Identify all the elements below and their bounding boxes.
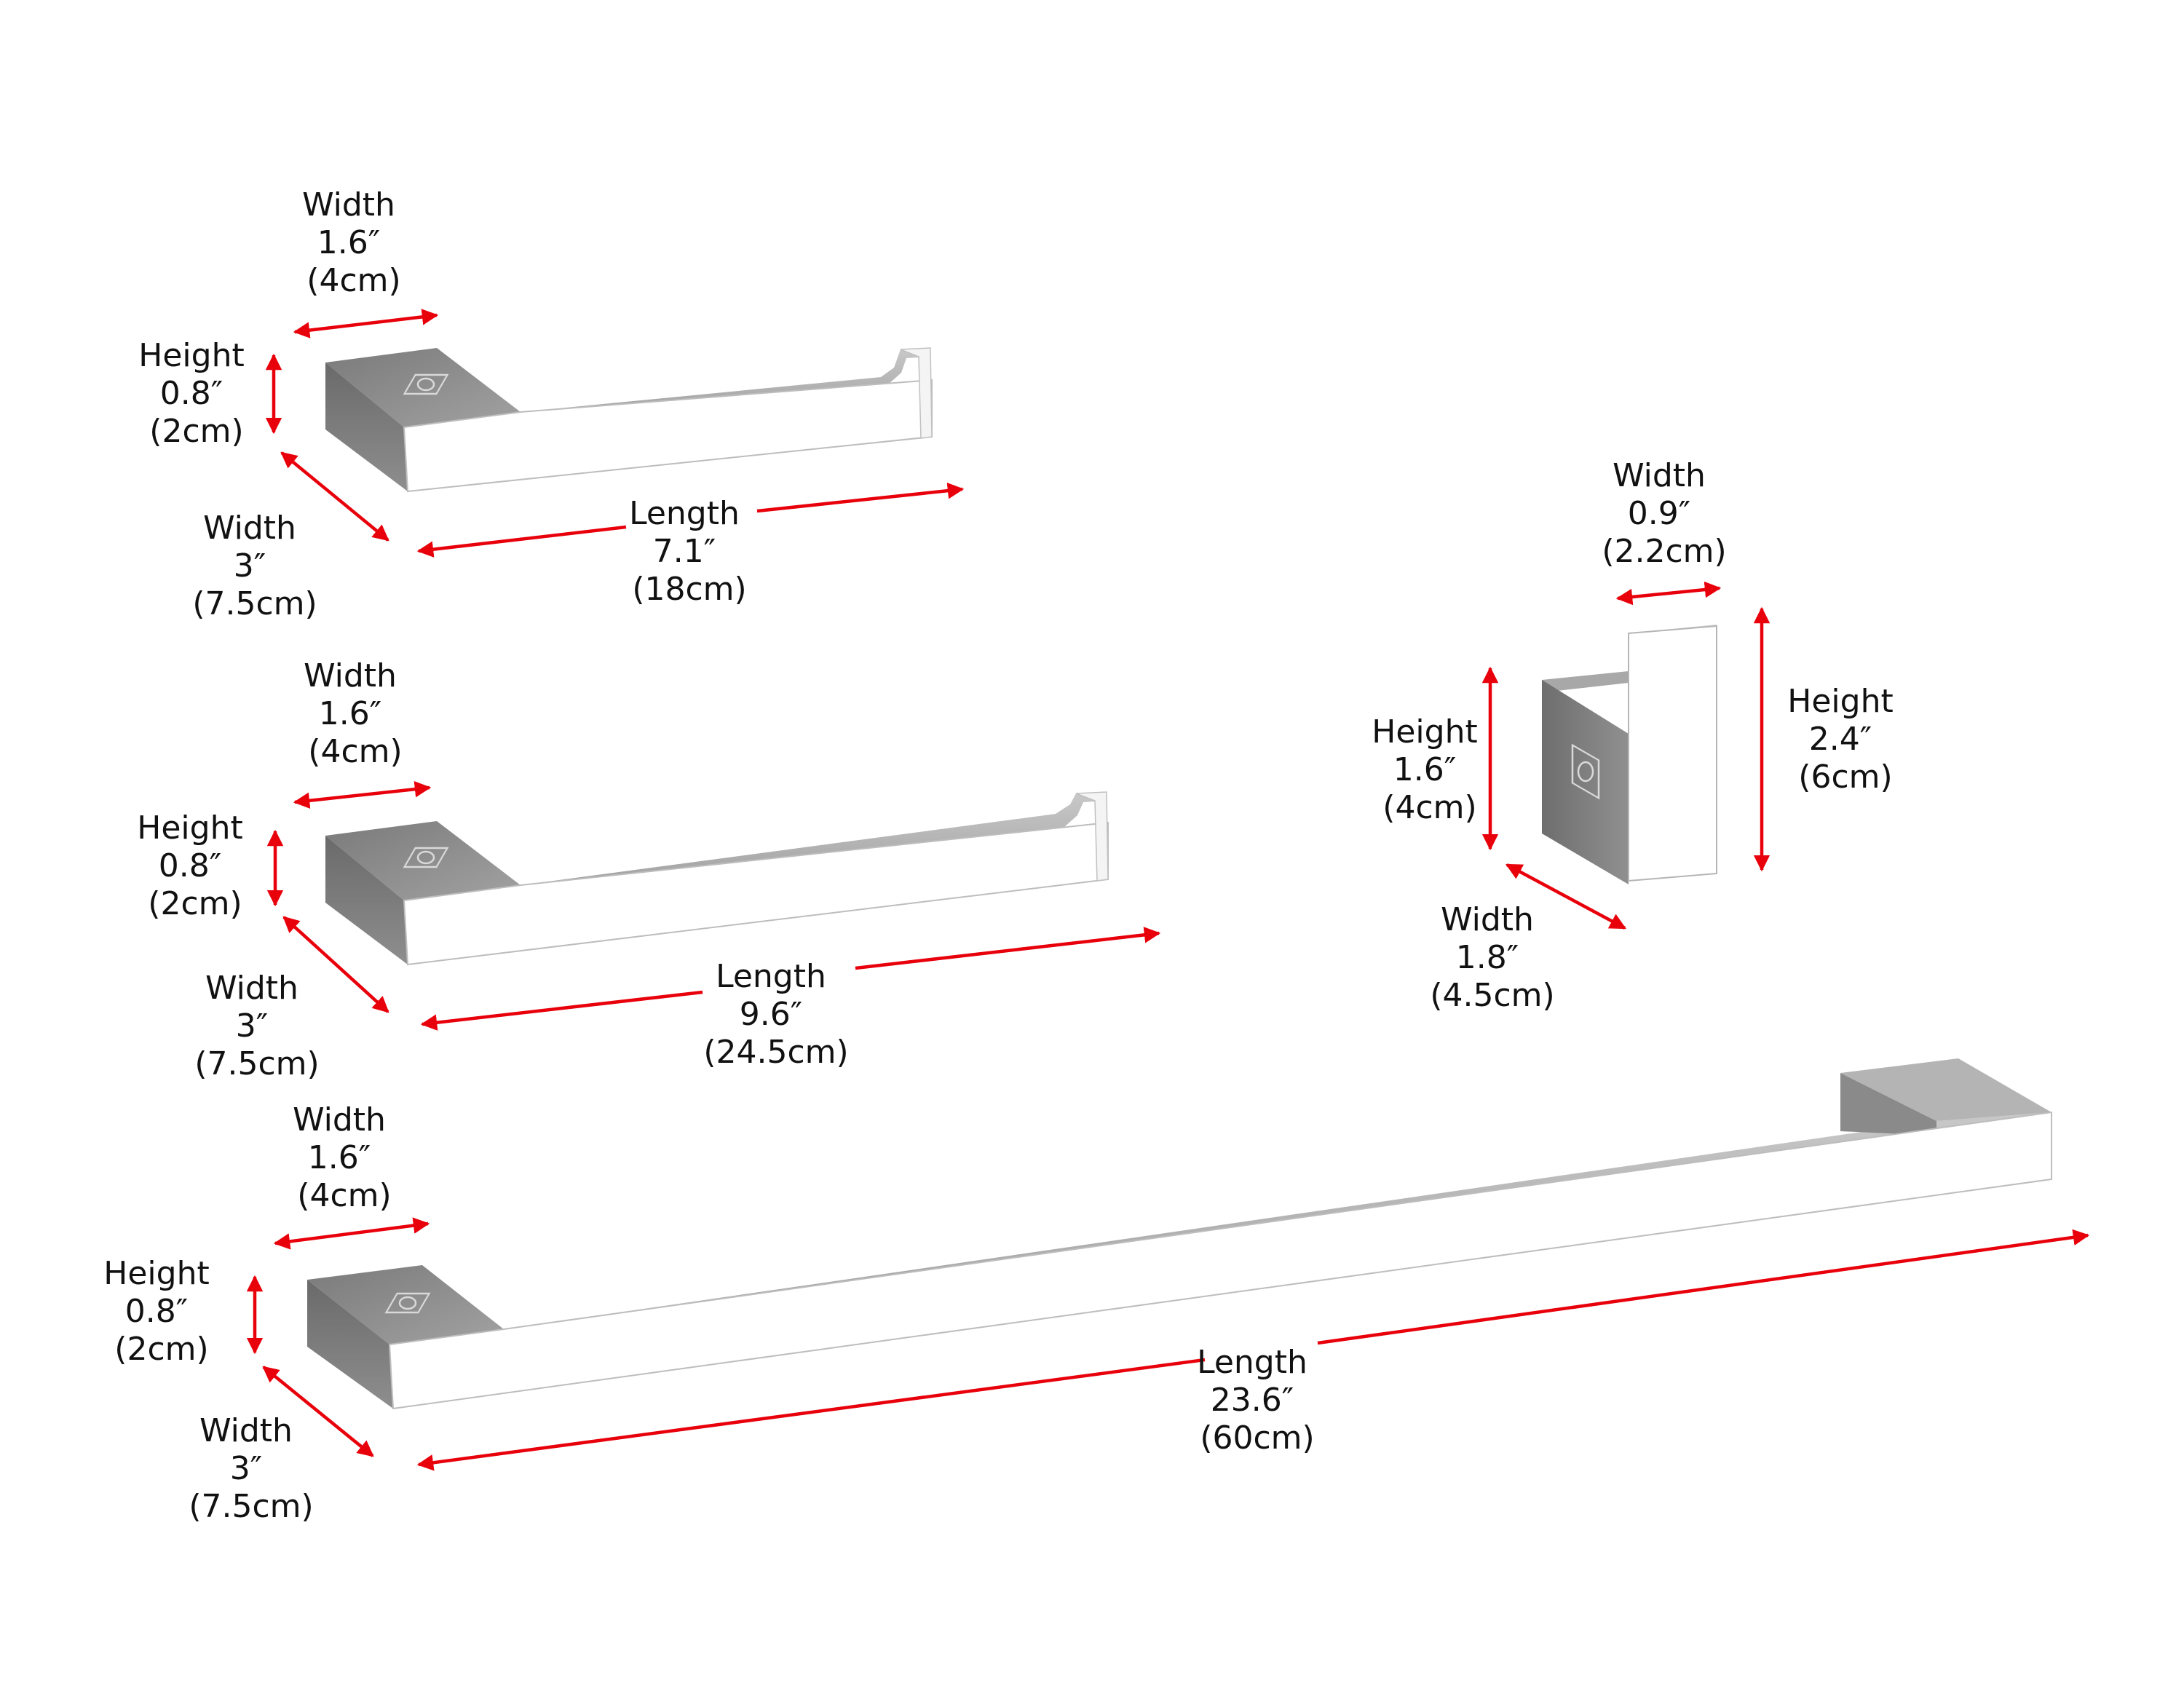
towel-bar-right-post-top	[1840, 1058, 2052, 1121]
robe-hook-base-top	[1542, 671, 1629, 692]
small-holder-top-face	[325, 348, 521, 427]
small-holder-width-side-arrow	[280, 451, 389, 542]
robe-hook-arm-front	[1628, 625, 1717, 882]
medium-holder-top-face	[325, 821, 521, 900]
dimension-arrows	[246, 309, 2090, 1471]
robe-hook-height-left-label: Height 1.6″ (4cm)	[1372, 713, 1487, 826]
small-holder-width-side-label: Width 3″ (7.5cm)	[192, 510, 317, 622]
robe-hook-base-front	[1542, 680, 1629, 884]
towel-bar-top-face	[307, 1265, 504, 1344]
robe-hook-width-top-label: Width 0.9″ (2.2cm)	[1602, 457, 1726, 570]
towel-bar-height-label: Height 0.8″ (2cm)	[103, 1255, 219, 1368]
towel-bar-length-arrow-left	[416, 1358, 1206, 1471]
medium-holder-length-arrow-left	[420, 990, 703, 1031]
small-holder-length-arrow-left	[416, 525, 627, 558]
medium-holder-front-face	[403, 821, 1109, 966]
towel-bar-right-post-side	[1840, 1073, 1936, 1136]
dimension-labels: Width 1.6″ (4cm) Height 0.8″ (2cm) Width…	[103, 186, 1903, 1525]
small-holder-length-label: Length 7.1″ (18cm)	[629, 495, 750, 608]
medium-holder-length-arrow-right	[855, 927, 1161, 970]
medium-holder-end-cap	[1075, 791, 1109, 882]
medium-holder-width-side-label: Width 3″ (7.5cm)	[194, 970, 319, 1082]
small-holder-length-arrow-right	[756, 482, 965, 513]
brand-logo-icon	[1571, 743, 1600, 800]
medium-holder-width-top-label: Width 1.6″ (4cm)	[304, 657, 407, 770]
robe-hook-drawing	[1542, 625, 1717, 884]
small-holder-end-cap	[900, 347, 933, 439]
towel-bar-length-label: Length 23.6″ (60cm)	[1197, 1344, 1318, 1457]
brand-logo-icon	[384, 1292, 431, 1314]
brand-logo-icon	[403, 847, 449, 868]
towel-bar-width-side-label: Width 3″ (7.5cm)	[189, 1412, 313, 1525]
towel-bar-length-arrow-right	[1317, 1229, 2090, 1345]
brand-logo-icon	[403, 373, 449, 395]
small-holder-drawing	[325, 347, 933, 493]
small-holder-width-top-label: Width 1.6″ (4cm)	[302, 186, 405, 299]
robe-hook-width-top-arrow	[1615, 581, 1722, 606]
towel-bar-width-side-arrow	[262, 1366, 374, 1457]
robe-hook-width-bottom-arrow	[1506, 863, 1626, 930]
small-holder-height-label: Height 0.8″ (2cm)	[138, 337, 254, 450]
towel-bar-width-top-arrow	[273, 1217, 430, 1250]
medium-holder-width-top-arrow	[293, 780, 432, 809]
towel-bar-width-top-label: Width 1.6″ (4cm)	[293, 1101, 396, 1214]
medium-holder-length-label: Length 9.6″ (24.5cm)	[703, 958, 848, 1071]
medium-holder-drawing	[325, 791, 1109, 966]
small-holder-width-top-arrow	[293, 309, 439, 338]
medium-holder-width-side-arrow	[282, 916, 389, 1013]
towel-bar-front-face	[388, 1111, 2052, 1410]
medium-holder-height-label: Height 0.8″ (2cm)	[137, 809, 253, 922]
robe-hook-height-right-label: Height 2.4″ (6cm)	[1787, 683, 1903, 796]
robe-hook-width-bottom-label: Width 1.8″ (4.5cm)	[1430, 901, 1554, 1014]
towel-bar-drawing	[307, 1058, 2052, 1410]
